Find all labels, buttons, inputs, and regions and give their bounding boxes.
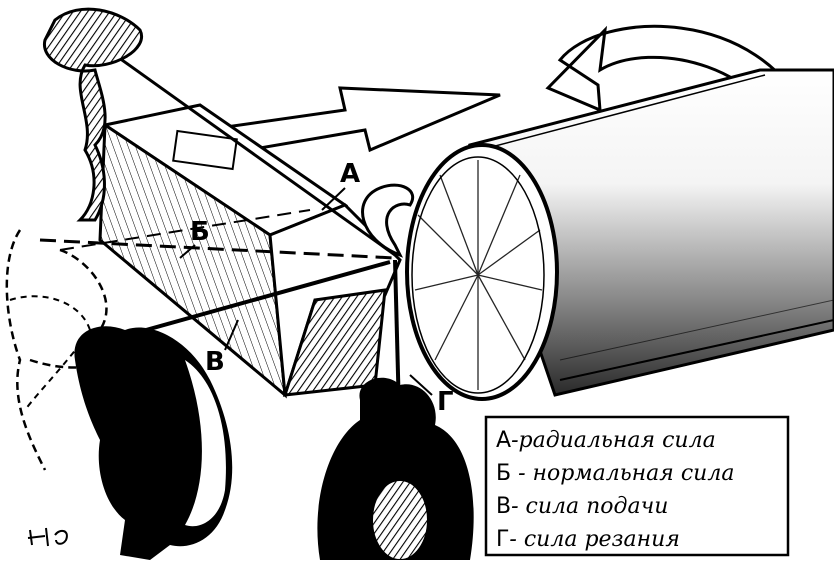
legend-item-g: Г- сила резания [496, 527, 680, 552]
legend-item-v: В- сила подачи [496, 494, 668, 519]
figure-a-puller [43, 7, 144, 222]
artist-signature [27, 527, 68, 547]
label-g: Г [437, 387, 454, 417]
label-v: В [205, 347, 225, 377]
legend-item-a: А-радиальная сила [496, 428, 716, 453]
figure-g-puller [317, 377, 474, 561]
label-b: Б [190, 217, 210, 247]
workpiece-cylinder [405, 68, 834, 401]
figure-v-puller [74, 326, 233, 560]
force-lines [39, 28, 402, 451]
legend-box: А-радиальная сила Б - нормальная сила В-… [484, 415, 790, 557]
legend-item-b: Б - нормальная сила [496, 461, 734, 486]
chip-curl [361, 183, 414, 258]
label-a: А [340, 159, 360, 189]
figure-b-outline [5, 229, 111, 471]
